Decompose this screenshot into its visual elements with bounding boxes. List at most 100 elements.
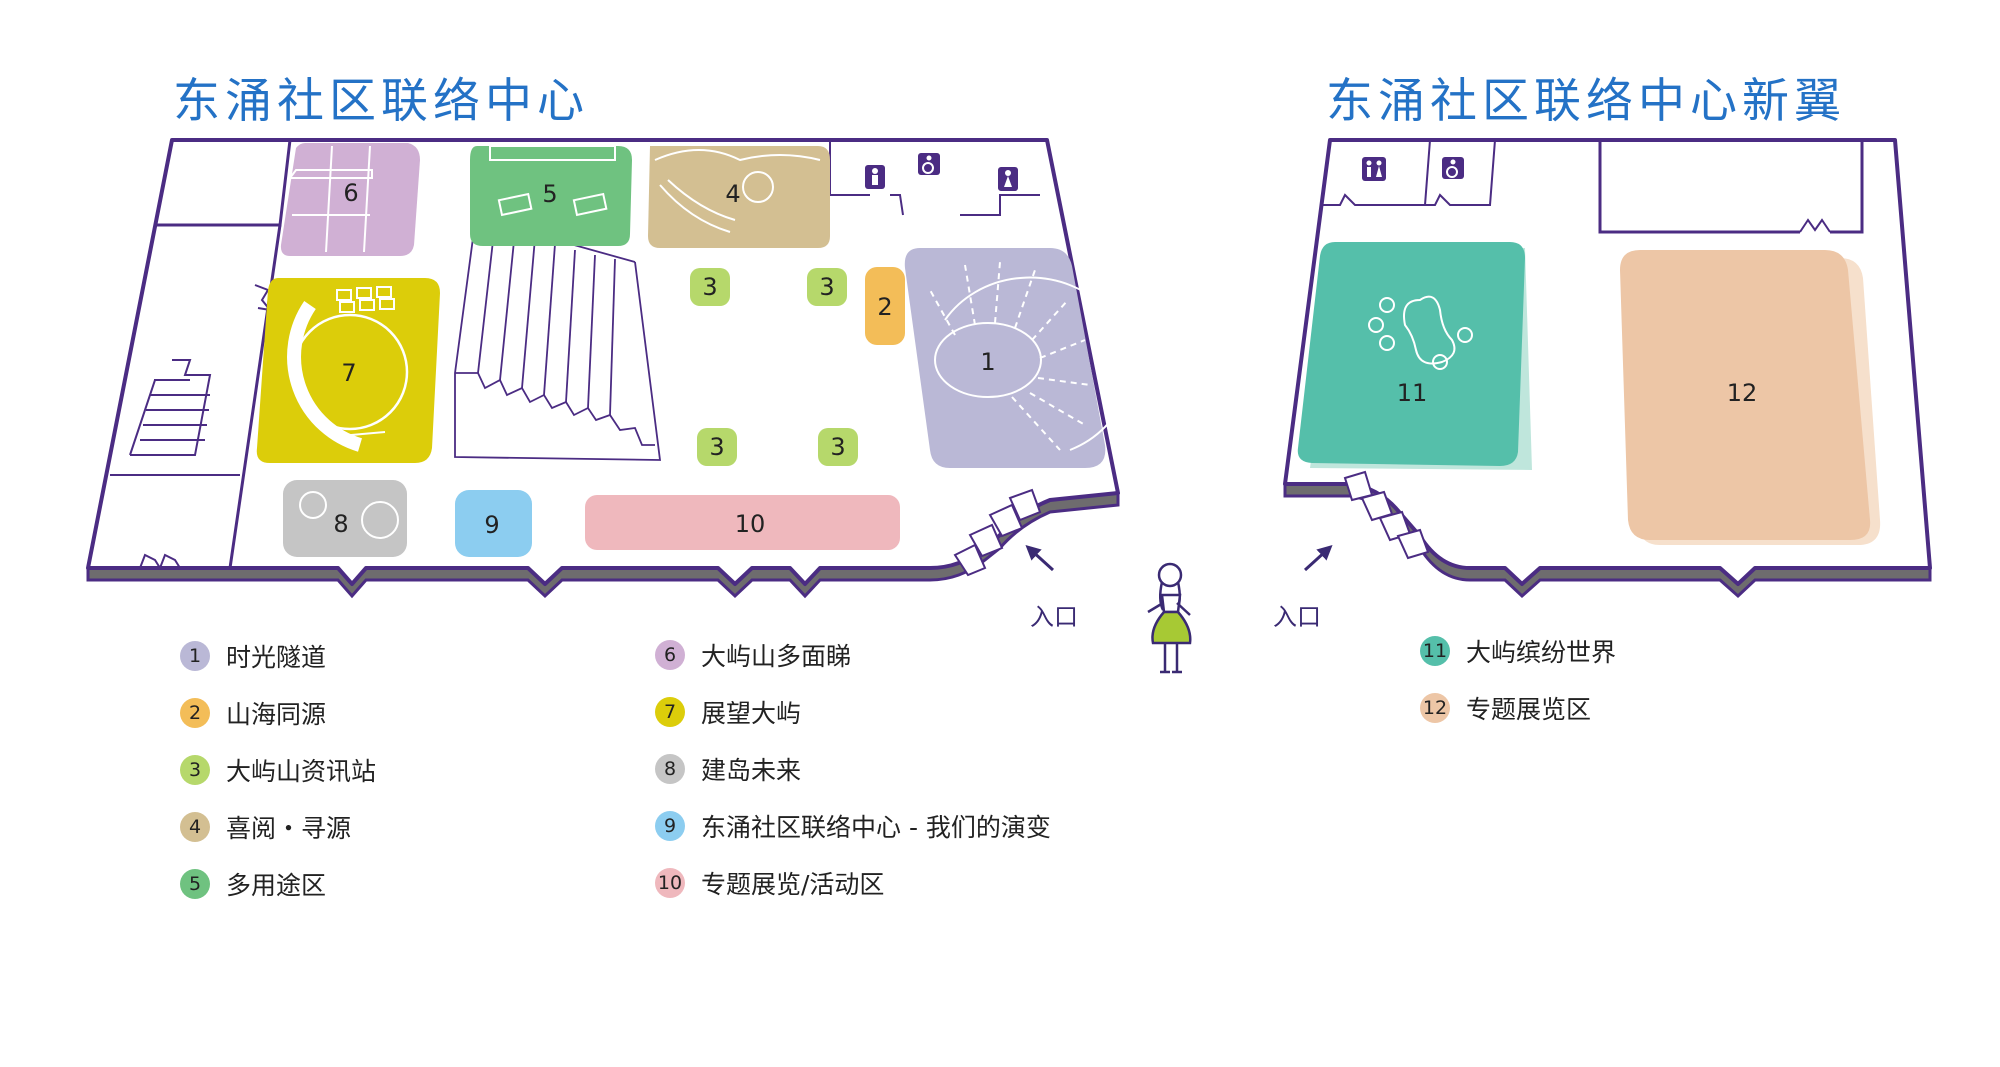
entrance-arrow-icon [1303,544,1333,572]
entrance-label: 入口 [1273,603,1321,631]
legend-label-4: 喜阅・寻源 [226,813,352,843]
legend-badge-8: 8 [655,753,685,784]
legend-label-10: 专题展览/活动区 [701,869,885,899]
auditorium-steps [454,222,662,461]
legend-item-9: 9 东涌社区联络中心 - 我们的演变 [655,797,1051,854]
zone-3-number: 3 [830,433,845,461]
unisex-toilet-icon [1362,157,1386,181]
legend-label-2: 山海同源 [226,699,327,729]
zone-3-number: 3 [702,273,717,301]
legend-label-6: 大屿山多面睇 [701,641,852,671]
zone-3-shape [697,428,737,466]
zone-11[interactable]: 11 [1297,242,1532,470]
legend-item-6: 6 大屿山多面睇 [655,626,1051,683]
zone-4-shape [648,146,830,248]
main-building: 6 5 4 [86,138,1131,599]
legend-item-1: 1 时光隧道 [180,627,376,684]
service-room-top [155,138,292,227]
zone-3[interactable]: 3 [807,268,847,306]
legend-label-9: 东涌社区联络中心 - 我们的演变 [701,812,1051,842]
zone-12-number: 12 [1727,379,1758,407]
legend-item-12: 12 专题展览区 [1420,679,1616,736]
legend-item-3: 3 大屿山资讯站 [180,741,376,798]
legend-badge-5: 5 [180,868,210,899]
entrance-arrow-icon [1025,544,1055,572]
zone-10[interactable]: 10 [585,495,900,550]
legend-label-5: 多用途区 [226,870,327,900]
door-mark [1799,218,1831,233]
legend-item-10: 10 专题展览/活动区 [655,854,1051,911]
legend-badge-9: 9 [655,810,685,841]
zone-9[interactable]: 9 [455,490,532,557]
legend-item-4: 4 喜阅・寻源 [180,798,376,855]
zone-9-shape [455,490,532,557]
legend-item-2: 2 山海同源 [180,684,376,741]
zone-10-shape [585,495,900,550]
legend-badge-12: 12 [1420,692,1450,723]
zone-2[interactable]: 2 [865,267,905,345]
legend-column-1: 1 时光隧道 2 山海同源 3 大屿山资讯站 4 喜阅・寻源 5 多用途区 [180,627,376,912]
zone-8[interactable]: 8 [283,480,407,557]
legend-badge-3: 3 [180,754,210,785]
legend-badge-4: 4 [180,811,210,842]
zone-6-number: 6 [343,179,358,207]
new-wing-title: 东涌社区联络中心新翼 [1326,74,1846,129]
zone-12[interactable]: 12 [1620,250,1881,545]
zone-7[interactable]: 7 [256,278,440,463]
zone-10-number: 10 [735,510,766,538]
zone-1[interactable]: 1 [904,248,1131,468]
legend-badge-11: 11 [1420,635,1450,666]
visitor-figure-icon [1147,562,1192,674]
zone-3[interactable]: 3 [690,268,730,306]
zone-5[interactable]: 5 [470,145,632,246]
legend-item-5: 5 多用途区 [180,855,376,912]
zone-11-number: 11 [1397,379,1428,407]
zone-6[interactable]: 6 [280,143,420,256]
legend-label-11: 大屿缤纷世界 [1466,637,1617,667]
zone-1-shape [904,248,1106,468]
legend-badge-1: 1 [180,640,210,671]
revolving-door [953,488,1042,577]
legend-label-12: 专题展览区 [1466,694,1592,724]
legend-label-8: 建岛未来 [701,755,802,785]
zone-6-shape [280,143,420,256]
zone-5-shape [470,146,632,246]
legend-column-3: 11 大屿缤纷世界 12 专题展览区 [1420,622,1616,736]
door-mark [139,553,181,569]
zone-4-number: 4 [725,180,740,208]
main-building-title: 东涌社区联络中心 [173,74,589,129]
zone-8-number: 8 [333,510,348,538]
zone-11-shape [1297,242,1525,466]
legend-badge-6: 6 [655,639,685,670]
legend-label-3: 大屿山资讯站 [226,756,377,786]
legend-label-1: 时光隧道 [226,642,327,672]
legend-item-8: 8 建岛未来 [655,740,1051,797]
entrance-label: 入口 [1030,603,1078,631]
zone-1-number: 1 [980,348,995,376]
zone-2-number: 2 [877,293,892,321]
zone-3-shape [690,268,730,306]
legend-item-11: 11 大屿缤纷世界 [1420,622,1616,679]
revolving-door [1343,470,1430,560]
zone-3-shape [807,268,847,306]
door-mark [254,284,273,312]
zone-4[interactable]: 4 [648,146,830,248]
zone-3[interactable]: 3 [818,428,858,466]
zone-2-shape [865,267,905,345]
zone-3[interactable]: 3 [697,428,737,466]
legend-badge-2: 2 [180,697,210,728]
zone-3-shape [818,428,858,466]
new-wing-building: 11 12 [1283,138,1932,599]
zone-3-number: 3 [819,273,834,301]
legend-label-7: 展望大屿 [701,698,802,728]
zone-9-number: 9 [484,511,499,539]
legend-badge-10: 10 [655,867,685,898]
zone-5-number: 5 [542,180,557,208]
new-wing-inner-room [1598,140,1864,234]
zone-7-number: 7 [341,359,356,387]
zone-3-number: 3 [709,433,724,461]
zone-12-shape [1620,250,1871,540]
toilet-block [1320,139,1496,206]
